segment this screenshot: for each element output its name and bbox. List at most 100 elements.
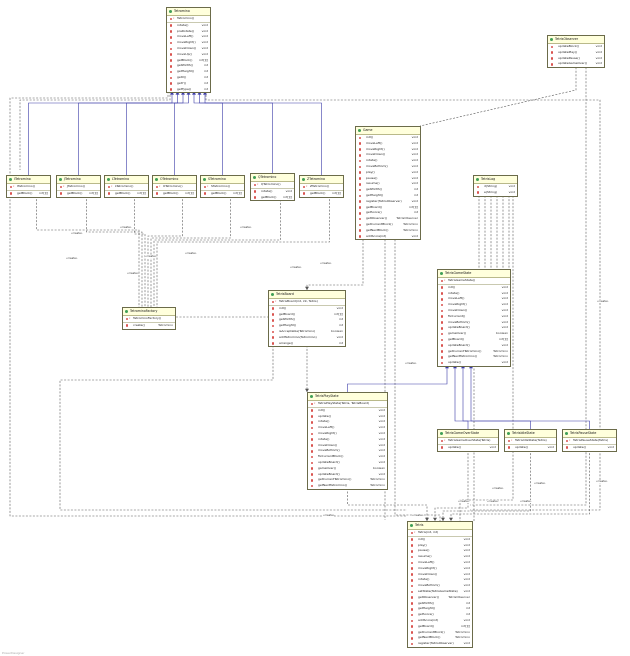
- edge-label-create: «create»: [320, 262, 332, 265]
- edge-label-create: «create»: [520, 500, 532, 503]
- class-method: getCurrentBlock()Tetromino: [356, 222, 420, 228]
- edge-label-create: «create»: [290, 266, 302, 269]
- class-method: updateGameOver()void: [548, 61, 604, 67]
- class-box-tetrisgamestate[interactable]: TetrisGameStateTetrisGameState()init()vo…: [437, 269, 511, 367]
- class-box-tetrominofactory[interactable]: TetrominoFactoryTetrominoFactory()create…: [122, 307, 176, 330]
- edge-label-create: «create»: [596, 480, 608, 483]
- return-type: void: [285, 188, 292, 193]
- dependency-line: [19, 91, 171, 170]
- class-method: updateBoard()void: [308, 472, 387, 478]
- class-method: updatePause()void: [548, 56, 604, 62]
- create-line: [153, 199, 281, 307]
- class-constructor: OTetromino(): [153, 184, 196, 191]
- class-name: TetrisLog: [474, 176, 517, 184]
- return-type: void: [595, 44, 602, 48]
- method-signature: getBoard(): [448, 336, 465, 341]
- method-signature: init(): [279, 305, 287, 310]
- method-signature: arrange(): [279, 340, 294, 345]
- return-type: Tetromino: [493, 348, 508, 353]
- class-constructor: TetrominoFactory(): [123, 316, 175, 323]
- class-box-tetrisidlestate[interactable]: TetrisIdleStateTetrisIdleState(Tetris)up…: [504, 429, 557, 452]
- class-name: TetrisIdleState: [505, 430, 556, 438]
- return-type: void: [411, 152, 418, 157]
- method-signature: getBlock(): [177, 57, 193, 62]
- method-signature: create(): [133, 322, 145, 327]
- return-type: void: [201, 51, 208, 56]
- class-method: getWidth()int: [408, 601, 472, 607]
- class-method: update()void: [438, 360, 510, 366]
- method-signature: isAcceptable(Tetromino): [279, 328, 316, 333]
- method-signature: getBlock(): [310, 190, 326, 195]
- class-method: rotate()void: [251, 189, 294, 195]
- method-signature: getHeight(): [177, 69, 195, 74]
- return-type: TetrisObserver: [448, 594, 470, 599]
- return-type: void: [411, 181, 418, 186]
- return-type: int: [204, 69, 208, 74]
- method-signature: getBlock(): [261, 194, 277, 199]
- class-method: rotate()void: [408, 577, 472, 583]
- class-box-tetromino[interactable]: TetrominoTetromino()rotate()voidpreRotat…: [166, 7, 211, 94]
- class-method: moveDown()void: [408, 572, 472, 578]
- method-signature: moveRight(): [177, 40, 196, 45]
- class-constructor: LTetromino(): [105, 184, 148, 191]
- method-signature: moveDown(): [418, 571, 438, 576]
- dependency-line: [470, 67, 587, 506]
- class-method: getHeight() int: [167, 69, 210, 75]
- class-method: preRotate()void: [167, 29, 210, 35]
- return-type: int[][]: [332, 190, 341, 195]
- inheritance-line: [199, 94, 273, 173]
- class-method: update()void: [308, 414, 387, 420]
- method-signature: moveUp(): [177, 51, 192, 56]
- return-type: void: [378, 442, 385, 447]
- class-method: getWidth()int: [356, 187, 420, 193]
- return-type: int: [204, 86, 208, 91]
- class-name: QTetromino: [251, 174, 294, 182]
- class-method: getObserver()TetrisObserver: [356, 216, 420, 222]
- method-signature: JTetromino(): [67, 184, 86, 188]
- method-signature: update(): [448, 444, 461, 449]
- return-type: void: [501, 342, 508, 347]
- class-method: getBoard()int[][]: [438, 337, 510, 343]
- method-signature: moveBottom(): [318, 448, 340, 453]
- class-method: getHeight()int: [269, 323, 345, 329]
- class-method: update()void: [438, 445, 498, 451]
- class-method: d(String)void: [474, 184, 517, 190]
- method-signature: update(): [448, 360, 461, 365]
- return-type: Tetromino: [403, 221, 418, 226]
- class-box-qtetromino[interactable]: QTetrominoQTetromino()rotate()voidgetBlo…: [250, 173, 295, 202]
- return-type: void: [411, 140, 418, 145]
- create-line: [134, 195, 146, 307]
- return-type: void: [411, 169, 418, 174]
- return-type: void: [595, 49, 602, 54]
- return-type: int[][]: [137, 190, 146, 195]
- class-method: moveLeft()void: [408, 560, 472, 566]
- method-signature: getY(): [177, 80, 187, 85]
- class-method: register(TetrisObserver)void: [408, 641, 472, 647]
- class-method: rotate()void: [308, 419, 387, 425]
- method-signature: play(): [366, 169, 375, 174]
- method-signature: updateBoard(): [448, 342, 470, 347]
- class-method: getBoard()int[][]: [356, 205, 420, 211]
- method-signature: e(String): [484, 189, 498, 194]
- create-line: [36, 195, 140, 307]
- dependency-arrowhead: [449, 517, 453, 521]
- return-type: int: [204, 80, 208, 85]
- method-signature: ZTetromino(): [310, 184, 330, 188]
- class-method: addTetromino(Tetromino)void: [269, 335, 345, 341]
- return-type: Tetromino: [158, 322, 173, 327]
- class-method: moveRight()void: [438, 302, 510, 308]
